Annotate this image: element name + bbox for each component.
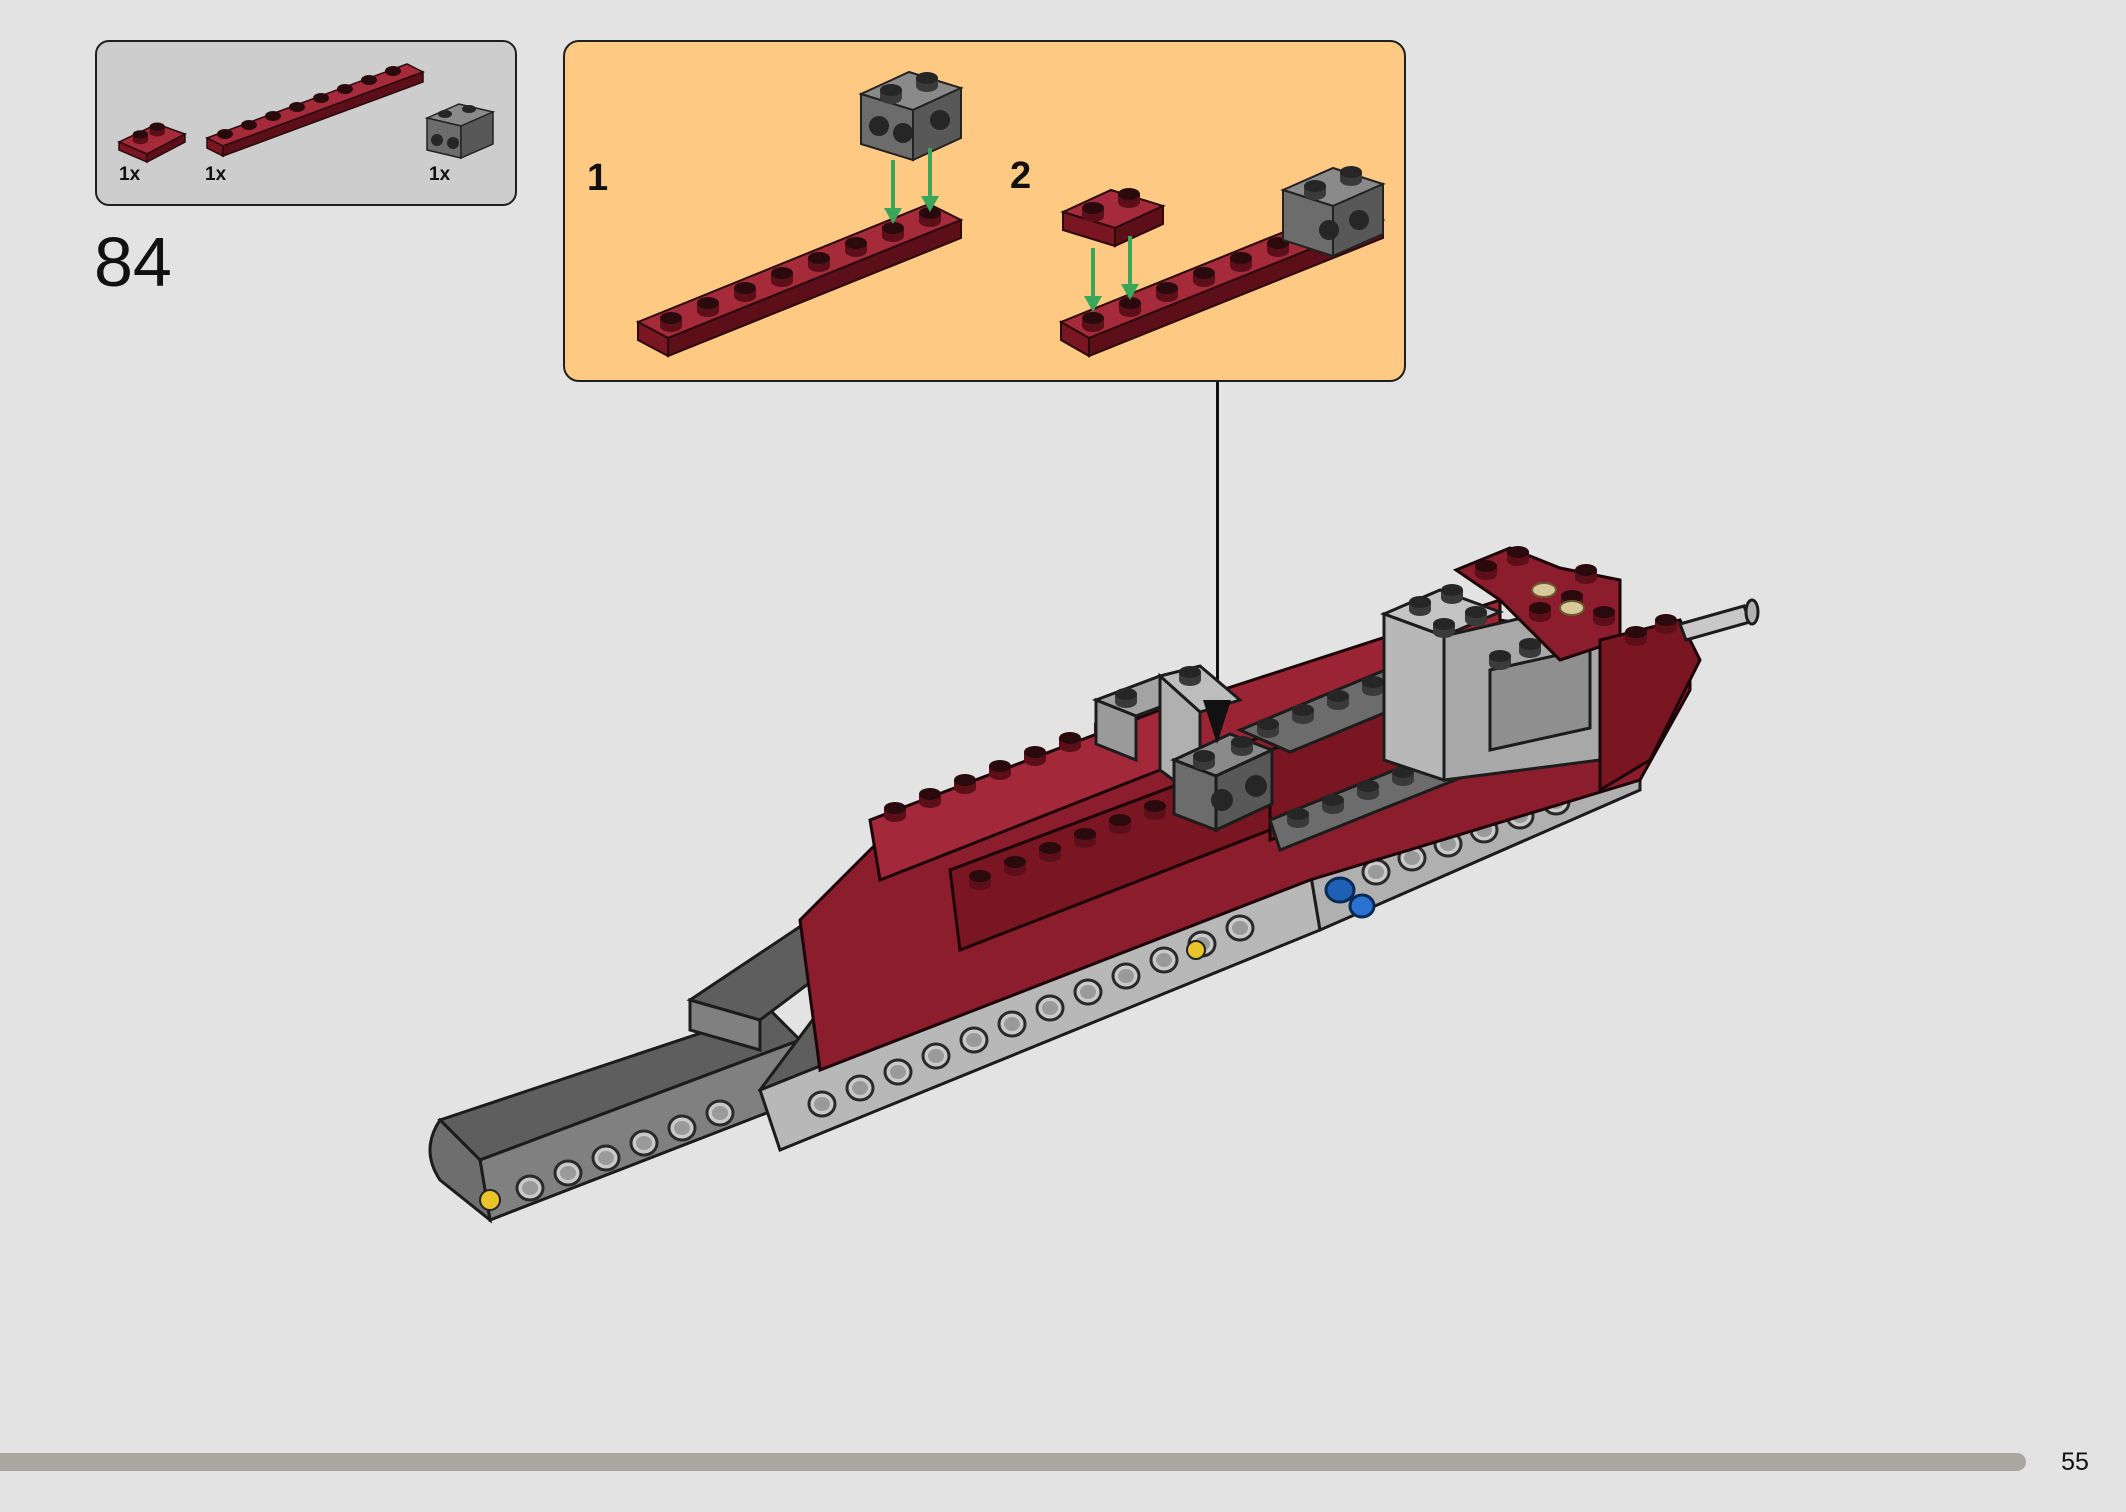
substep-1-gray-brick [858,70,964,162]
substep-2-label: 2 [1010,155,1032,197]
substep-1-arrows [884,148,939,224]
page-progress-bar [0,1453,2026,1471]
callout-arrowhead [1203,700,1231,744]
blue-pin [1324,876,1376,919]
part-plate-1x2-red [117,122,187,164]
substep-2-gray-brick [1280,166,1386,258]
part-qty-2: 1x [205,164,227,185]
callout-illustration [635,70,1386,358]
substep-1-label: 1 [587,157,609,199]
callout-panel: 1 2 [563,40,1406,382]
substep-2-arrows [1084,236,1139,312]
part-qty-3: 1x [429,164,451,185]
new-gray-brick [1170,732,1276,833]
parts-list-panel: 1x 1x 1x [95,40,517,206]
step-number: 84 [94,223,172,301]
rear-axle [1678,598,1760,642]
rear-cabin [1379,546,1702,793]
part-qty-1: 1x [119,164,141,185]
parts-illustration [117,63,496,164]
callout-connector-line [1216,382,1219,738]
part-brick-side-studs-gray [424,103,496,160]
part-plate-1x8-red [205,63,425,158]
page-number: 55 [2061,1448,2089,1476]
substep-2-plate-1x2 [1060,188,1166,248]
substep-1-plate-1x8 [635,202,964,358]
